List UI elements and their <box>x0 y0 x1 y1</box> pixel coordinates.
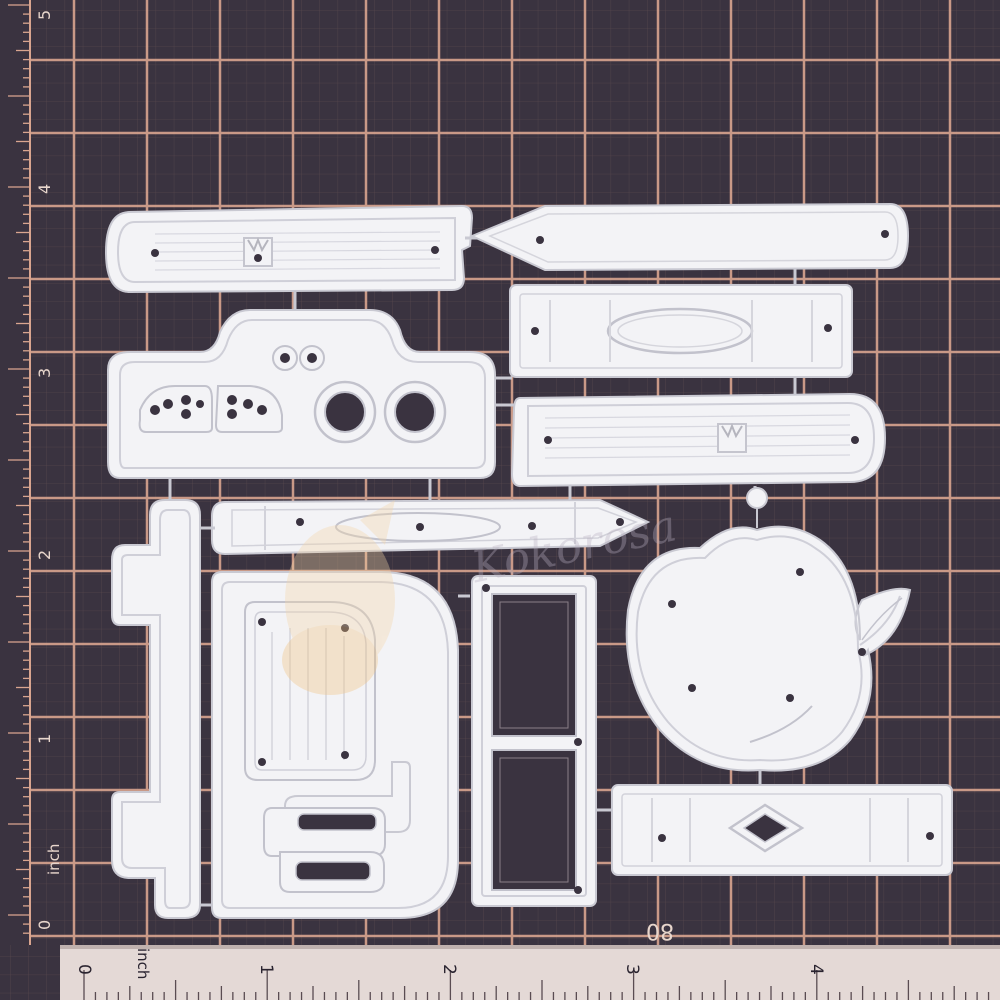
die-pencil-tip <box>469 202 910 290</box>
die-pencil-body <box>104 204 495 312</box>
left-ruler-label-3: 3 <box>35 368 54 378</box>
left-ruler-label-5: 5 <box>35 10 54 20</box>
die-crayon <box>195 498 651 556</box>
left-ruler-unit: inch <box>45 844 63 875</box>
die-buckle-straps <box>263 761 411 893</box>
die-set <box>104 202 953 919</box>
left-ruler-label-4: 4 <box>35 184 54 194</box>
bottom-ruler-label-3: 3 <box>622 964 642 975</box>
bottom-ruler-label-4: 4 <box>806 964 826 975</box>
bottom-ruler: 0 inch 1 2 3 4 <box>60 945 1000 1000</box>
left-ruler-label-0: 0 <box>35 920 54 930</box>
die-diamond-band <box>595 784 953 876</box>
left-ruler-label-1: 1 <box>35 734 54 744</box>
bottom-ruler-label-1: 1 <box>256 964 276 975</box>
die-backpack-pocket <box>244 601 376 781</box>
mat-number-label: 80 <box>646 918 674 943</box>
die-oval-band <box>509 284 853 397</box>
die-backpack-flap <box>107 309 520 500</box>
die-apple <box>625 487 912 788</box>
left-ruler-label-2: 2 <box>35 550 54 560</box>
die-side-strap <box>111 499 215 919</box>
die-window-frame <box>471 575 597 907</box>
die-pencil-body-2 <box>510 392 887 505</box>
bottom-ruler-unit: inch <box>134 948 152 979</box>
left-ruler: 5 4 3 2 1 inch 0 <box>0 0 63 945</box>
bottom-ruler-label-2: 2 <box>439 964 459 975</box>
bottom-ruler-label-0: 0 <box>74 964 94 975</box>
